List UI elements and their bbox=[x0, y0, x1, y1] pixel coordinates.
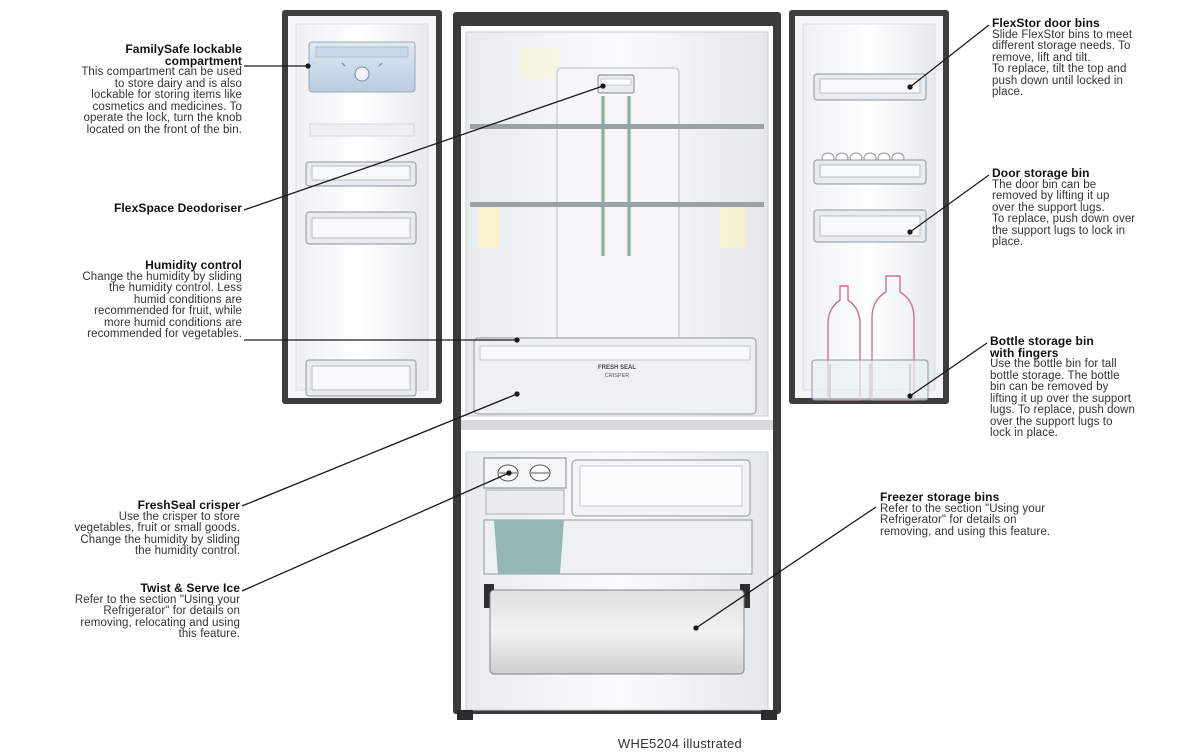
freezer-title: Freezer storage bins bbox=[880, 490, 1000, 504]
fridge-cabinet: FRESH SEAL CRISPER bbox=[453, 12, 781, 720]
humidity-text: Change the humidity by sliding the humid… bbox=[82, 270, 242, 340]
callout-humidity: Humidity control Change the humidity by … bbox=[2, 258, 242, 341]
crisper-label-line1: FRESH SEAL bbox=[598, 365, 636, 371]
callout-bottle: Bottle storage bin with fingers Use the … bbox=[990, 334, 1196, 440]
twist-serve-ice-unit bbox=[483, 457, 567, 489]
ice-text: Refer to the section "Using your Refrige… bbox=[74, 593, 240, 640]
familysafe-text: This compartment can be used to store da… bbox=[81, 66, 242, 136]
left-door bbox=[282, 10, 442, 404]
callout-crisper: FreshSeal crisper Use the crisper to sto… bbox=[2, 498, 240, 558]
humidity-title: Humidity control bbox=[145, 258, 242, 272]
bottle-text: Use the bottle bin for tall bottle stora… bbox=[990, 358, 1136, 439]
callout-freezer: Freezer storage bins Refer to the sectio… bbox=[880, 490, 1120, 538]
crisper-label-line2: CRISPER bbox=[605, 373, 629, 379]
lock-knob-icon bbox=[354, 66, 370, 82]
callout-doorbin: Door storage bin The door bin can be rem… bbox=[992, 166, 1196, 249]
crisper-title: FreshSeal crisper bbox=[137, 498, 240, 512]
bottle-title: Bottle storage bin with fingers bbox=[990, 334, 1094, 360]
deodoriser-title: FlexSpace Deodoriser bbox=[113, 201, 242, 215]
callout-flexstor: FlexStor door bins Slide FlexStor bins t… bbox=[992, 16, 1196, 99]
crisper-text: Use the crisper to store vegetables, fru… bbox=[74, 510, 240, 557]
callout-deodoriser: FlexSpace Deodoriser bbox=[2, 201, 242, 215]
leader-lines bbox=[241, 24, 990, 631]
flexstor-text: Slide FlexStor bins to meet different st… bbox=[992, 28, 1133, 98]
model-caption: WHE5204 illustrated bbox=[617, 736, 743, 751]
callout-familysafe: FamilySafe lockable compartment This com… bbox=[2, 42, 242, 136]
freezer-drawer bbox=[489, 589, 745, 675]
callout-ice: Twist & Serve Ice Refer to the section "… bbox=[2, 581, 240, 641]
freezer-text: Refer to the section "Using your Refrige… bbox=[880, 502, 1051, 538]
flexstor-title: FlexStor door bins bbox=[992, 16, 1100, 30]
ice-title: Twist & Serve Ice bbox=[140, 581, 240, 595]
doorbin-text: The door bin can be removed by lifting i… bbox=[992, 178, 1136, 248]
doorbin-title: Door storage bin bbox=[992, 166, 1090, 180]
familysafe-title: FamilySafe lockable compartment bbox=[125, 42, 242, 68]
right-door bbox=[789, 10, 949, 404]
